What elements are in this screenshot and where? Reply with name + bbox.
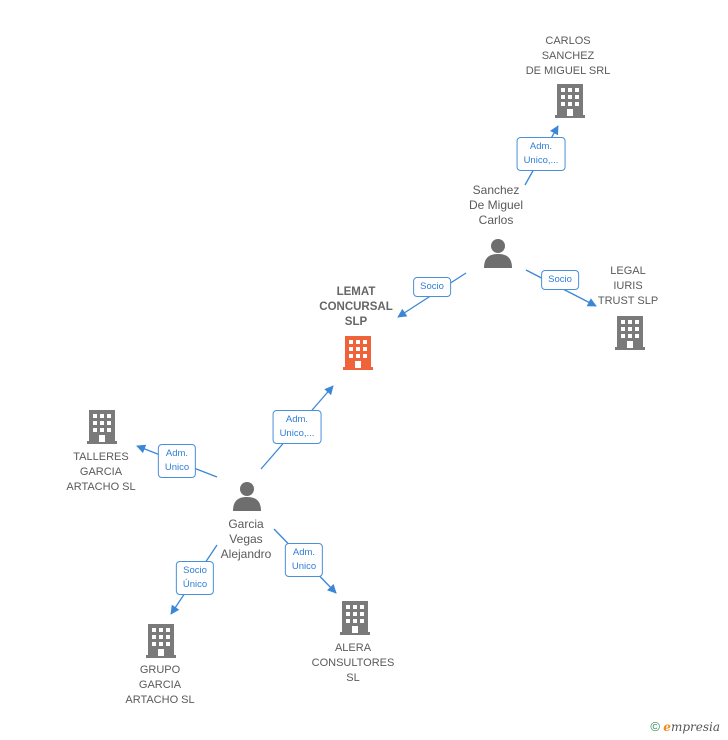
company-label-talleres[interactable]: TALLERES GARCIA ARTACHO SL	[66, 451, 136, 493]
building-icon[interactable]	[555, 84, 585, 118]
person-label-sanchez[interactable]: Sanchez De Miguel Carlos	[468, 183, 524, 227]
relation-badge: Adm. Unico	[284, 543, 324, 577]
brand-logo[interactable]: empresia	[663, 720, 720, 734]
relation-badge: Socio	[541, 270, 579, 290]
relation-badge: Socio Único	[175, 561, 215, 595]
copyright-icon: ©	[650, 719, 660, 734]
company-label-lemat[interactable]: LEMAT CONCURSAL SLP	[319, 286, 393, 328]
person-icon[interactable]	[233, 482, 261, 511]
copyright-footer: © empresia	[650, 719, 720, 734]
building-icon[interactable]	[615, 316, 645, 350]
company-label-grupo[interactable]: GRUPO GARCIA ARTACHO SL	[125, 664, 195, 706]
person-icon[interactable]	[484, 239, 512, 268]
building-icon[interactable]	[340, 601, 370, 635]
company-label-alera[interactable]: ALERA CONSULTORES SL	[311, 642, 395, 684]
company-label-carlos-sanchez[interactable]: CARLOS SANCHEZ DE MIGUEL SRL	[525, 35, 611, 77]
relation-badge: Adm. Unico,...	[516, 137, 566, 171]
building-icon[interactable]	[87, 410, 117, 444]
building-icon-main[interactable]	[343, 336, 373, 370]
relation-badge: Adm. Unico,...	[272, 410, 322, 444]
building-icon[interactable]	[146, 624, 176, 658]
person-label-garcia[interactable]: Garcia Vegas Alejandro	[220, 517, 272, 561]
relation-badge: Adm. Unico	[157, 444, 197, 478]
relation-badge: Socio	[413, 277, 451, 297]
company-label-legal-iuris[interactable]: LEGAL IURIS TRUST SLP	[597, 265, 659, 307]
